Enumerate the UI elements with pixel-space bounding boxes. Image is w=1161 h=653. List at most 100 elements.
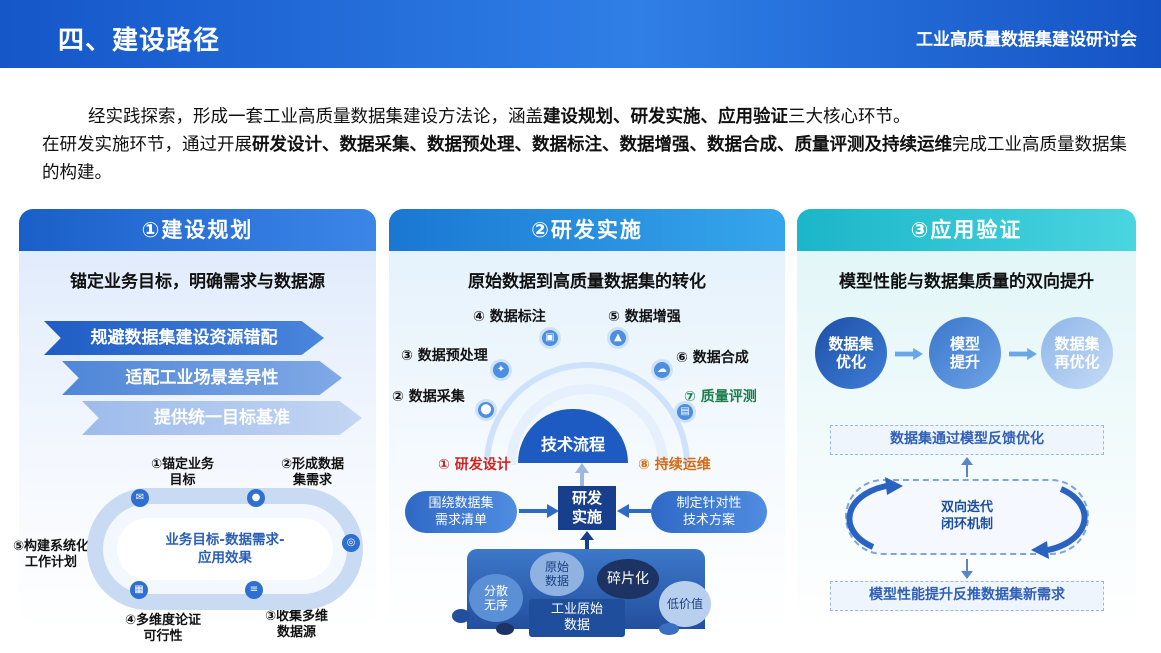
node-text: 模型: [949, 335, 980, 353]
mail-icon: ✉: [131, 489, 149, 507]
pill-text: 需求清单: [434, 513, 487, 528]
calendar-icon: ▦: [130, 581, 148, 599]
intro-line-1: 经实践探索，形成一套工业高质量数据集建设方法论，涵盖建设规划、研发实施、应用验证…: [42, 103, 1132, 131]
step-label-1: ①锚定业务目标: [151, 457, 214, 489]
panel-implementation-title: ②研发实施: [389, 209, 785, 251]
intro-text: 三大核心环节。: [788, 107, 911, 127]
loop-text: 闭环机制: [940, 517, 993, 532]
bubble-text: 原始: [544, 560, 569, 574]
pill-tech-plan: 制定针对性技术方案: [651, 491, 767, 533]
dev-text: 实施: [571, 508, 602, 526]
loop-center: 业务目标-数据需求- 应用效果: [117, 518, 333, 580]
step-label-3: ③收集多维数据源: [265, 609, 328, 641]
intro-text: 在研发实施环节，通过开展: [42, 135, 252, 155]
panel-validation-title: ③应用验证: [797, 209, 1136, 251]
up-arrow-icon: [961, 457, 973, 465]
raw-bubble: 原始数据: [530, 552, 584, 596]
process-arc: [484, 362, 690, 466]
arrow-left-icon: [617, 504, 651, 518]
step-text: ③收集多维: [265, 609, 329, 624]
target-icon: ◎: [342, 534, 360, 552]
chevron-scenario: 适配工业场景差异性: [62, 361, 342, 395]
step-label-2: ②形成数据集需求: [281, 457, 344, 489]
arrow-right-icon: [1009, 348, 1037, 360]
intro-bold: 建设规划、研发实施、应用验证: [543, 107, 788, 127]
chevron-resource: 规避数据集建设资源错配: [44, 321, 324, 355]
loop-text: 双向迭代: [940, 500, 993, 515]
step-text: 集需求: [293, 473, 333, 488]
bubble-text: 分散: [483, 584, 508, 598]
feedback-box: 数据集通过模型反馈优化: [830, 425, 1104, 455]
node-text: 提升: [949, 353, 980, 371]
small-bubble: [496, 623, 514, 635]
raw-text: 数据: [563, 618, 590, 633]
loop-text: 业务目标-数据需求-: [165, 532, 285, 548]
step-design: ① 研发设计: [438, 457, 511, 473]
bubble-text: 无序: [483, 598, 508, 612]
cloud-icon: ☁: [651, 359, 673, 381]
pill-text: 制定针对性: [676, 496, 742, 511]
model-improve-node: 模型提升: [929, 317, 1001, 389]
step-text: ⑤构建系统化: [12, 539, 89, 554]
user-icon: ●: [247, 489, 265, 507]
step-maintenance: ⑧ 持续运维: [638, 457, 711, 473]
page-title: 四、建设路径: [58, 26, 221, 56]
pill-text: 围绕数据集: [428, 496, 494, 511]
node-text: 数据集: [1054, 335, 1100, 353]
node-text: 再优化: [1054, 353, 1100, 371]
loop-text: 应用效果: [198, 550, 252, 566]
step-preprocessing: ③ 数据预处理: [401, 348, 488, 364]
scattered-bubble: 分散无序: [469, 574, 523, 622]
step-augmentation: ⑤ 数据增强: [608, 309, 681, 325]
pill-requirements: 围绕数据集需求清单: [405, 491, 517, 533]
pin-icon: ⬤: [475, 399, 497, 421]
step-text: ①锚定业务: [151, 457, 215, 472]
intro-line-2: 在研发实施环节，通过开展研发设计、数据采集、数据预处理、数据标注、数据增强、数据…: [42, 131, 1132, 187]
step-text: 目标: [169, 473, 196, 488]
dataset-reoptimize-node: 数据集再优化: [1041, 317, 1113, 389]
intro-bold: 研发设计、数据采集、数据预处理、数据标注、数据增强、数据合成、质量评测及持续运维: [252, 135, 952, 155]
chat-icon: ▤: [674, 401, 696, 423]
tag-icon: ▣: [539, 327, 561, 349]
event-brand: 工业高质量数据集建设研讨会: [916, 30, 1137, 50]
step-text: 可行性: [143, 629, 183, 644]
up-arrow-icon: [580, 531, 594, 551]
arrow-right-icon: [895, 348, 923, 360]
iteration-label: 双向迭代闭环机制: [847, 499, 1087, 533]
step-collection: ② 数据采集: [392, 389, 465, 405]
panel-validation: ③应用验证 模型性能与数据集质量的双向提升 数据集优化 模型提升 数据集再优化 …: [797, 209, 1136, 629]
panel-implementation-subtitle: 原始数据到高质量数据集的转化: [468, 272, 706, 292]
connector-line: [966, 461, 968, 477]
intro-text: 经实践探索，形成一套工业高质量数据集建设方法论，涵盖: [88, 107, 543, 127]
bubble-text: 数据: [544, 574, 569, 588]
step-synthesis: ⑥ 数据合成: [676, 350, 749, 366]
step-label-5: ⑤构建系统化工作计划: [5, 539, 97, 571]
node-text: 数据集: [828, 335, 874, 353]
dev-text: 研发: [571, 489, 602, 507]
intro-text: 完成工业高质量数据集的构建。: [42, 135, 1127, 183]
down-arrow-icon: [961, 571, 973, 579]
step-text: 数据源: [277, 625, 317, 640]
dev-implementation-box: 研发实施: [558, 486, 616, 530]
planning-loop: 业务目标-数据需求- 应用效果: [87, 488, 363, 610]
dataset-optimize-node: 数据集优化: [815, 317, 887, 389]
connector-line: [966, 559, 968, 575]
step-evaluation: ⑦ 质量评测: [684, 389, 757, 405]
lowvalue-bubble: 低价值: [659, 581, 711, 627]
arrow-right-icon: [519, 504, 559, 518]
iteration-loop: 双向迭代闭环机制: [845, 479, 1089, 555]
header-bar: 四、建设路径 工业高质量数据集建设研讨会: [0, 0, 1161, 68]
new-demand-box: 模型性能提升反推数据集新需求: [830, 581, 1104, 611]
industrial-raw-data: 工业原始数据: [529, 599, 625, 637]
step-text: ②形成数据: [281, 457, 345, 472]
node-text: 优化: [835, 353, 866, 371]
step-text: ④多维度论证: [125, 613, 202, 628]
fragmented-bubble: 碎片化: [597, 559, 659, 599]
step-annotation: ④ 数据标注: [473, 309, 546, 325]
database-icon: ≡: [245, 581, 263, 599]
panel-validation-subtitle: 模型性能与数据集质量的双向提升: [839, 272, 1094, 292]
step-text: 工作计划: [24, 555, 77, 570]
cycle-arrows-icon: [846, 477, 1088, 559]
up-arrow-icon: [575, 463, 589, 487]
chevron-benchmark: 提供统一目标基准: [82, 401, 362, 435]
